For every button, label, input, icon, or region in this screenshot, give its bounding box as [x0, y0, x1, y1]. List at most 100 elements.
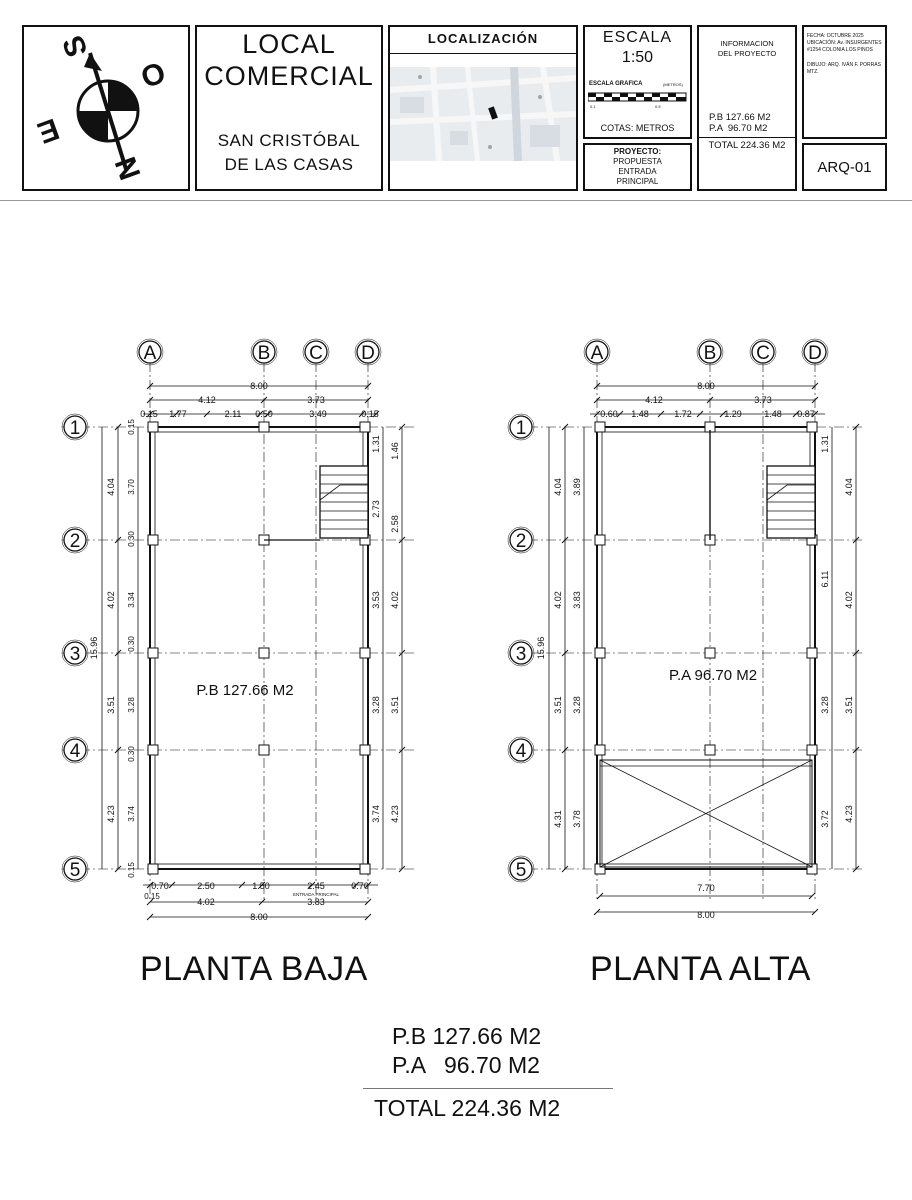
pa-axis-C-label: C	[756, 343, 770, 364]
pa-dim-left-bay-3: 4.31	[553, 810, 563, 828]
pa-dim-top-seg-1: 1.48	[631, 409, 649, 419]
column-post	[806, 421, 818, 433]
meta-location-2: #1254 COLONIA LOS PINOS	[807, 47, 873, 53]
pb-axis-C-bubble	[304, 340, 328, 364]
pa-axis-4-bubble	[509, 738, 533, 762]
dim-tick	[398, 649, 406, 657]
column-post	[704, 647, 716, 659]
scale-label: ESCALA	[602, 29, 673, 46]
column-post	[359, 647, 371, 659]
dim-tick	[561, 746, 569, 754]
meta-location-1: UBICACIÓN: Av. INSURGENTES	[807, 40, 882, 46]
dim-tick	[616, 410, 624, 418]
pb-dim-left-bay-2: 3.51	[106, 696, 116, 714]
pb-dim-bottom-partial-1: 4.02	[197, 897, 215, 907]
pb-dim-bottom-seg-0: 0.70	[151, 881, 169, 891]
pa-dim-right-outer-3: 4.23	[844, 805, 854, 823]
summary-pa: P.A 96.70 M2	[392, 1052, 540, 1078]
pb-axis-B-bubble-ring	[250, 338, 278, 366]
project-title-box: LOCAL COMERCIAL SAN CRISTÓBAL DE LAS CAS…	[195, 25, 383, 191]
project-city-line-1: SAN CRISTÓBAL	[217, 131, 361, 150]
dim-tick	[260, 396, 268, 404]
dim-tick	[264, 410, 272, 418]
dim-tick	[168, 881, 176, 889]
pa-dim-top-partial-2: 3.73	[754, 395, 772, 405]
pa-axis-B-bubble-ring	[696, 338, 724, 366]
dim-tick	[114, 423, 122, 431]
pa-axis-2-label: 2	[516, 531, 527, 552]
dim-tick	[852, 746, 860, 754]
pb-dim-left-inner-7: 3.74	[127, 806, 136, 822]
dim-tick	[256, 410, 264, 418]
project-title-line-1: LOCAL	[242, 29, 336, 59]
pa-axis-D-label: D	[808, 343, 822, 364]
pb-axis-5-bubble-ring	[61, 855, 89, 883]
pa-axis-3-bubble-ring	[507, 639, 535, 667]
dim-tick	[398, 536, 406, 544]
pb-dim-bottom-edge: 0.15	[144, 892, 160, 901]
pb-dim-bottom-total: 8.00	[250, 912, 268, 922]
info-label-1: INFORMACION	[720, 39, 774, 48]
graphic-scale-unit: (METROS)	[663, 82, 683, 87]
pa-dim-right-outer-2: 3.51	[844, 696, 854, 714]
column-post	[594, 534, 606, 546]
pa-dim-right-outer-0: 4.04	[844, 478, 854, 496]
pa-axis-D-bubble	[803, 340, 827, 364]
pb-dim-top-seg-4: 3.49	[309, 409, 327, 419]
units-label: COTAS: METROS	[600, 123, 675, 133]
pb-dim-left-bay-0: 4.04	[106, 478, 116, 496]
info-pa: P.A 96.70 M2	[709, 123, 768, 134]
pb-axis-2-bubble-ring	[61, 526, 89, 554]
column-post	[359, 744, 371, 756]
graphic-scale-bar	[588, 92, 687, 102]
pb-dim-right-inner-1: 2.73	[371, 500, 381, 518]
dim-tick	[398, 423, 406, 431]
dim-tick	[852, 865, 860, 873]
column-post	[594, 647, 606, 659]
pb-axis-5-label: 5	[70, 860, 81, 881]
pb-axis-D-bubble-ring	[354, 338, 382, 366]
pb-area-label: P.B 127.66 M2	[196, 682, 293, 699]
location-box: LOCALIZACIÓN	[388, 25, 578, 191]
north-arrow-box: S O E N	[22, 25, 190, 191]
pb-dim-right-inner-3: 3.28	[371, 696, 381, 714]
dim-tick	[364, 881, 372, 889]
dim-tick	[852, 649, 860, 657]
pb-axis-C-label: C	[309, 343, 323, 364]
pb-dim-left-inner-4: 0.30	[127, 636, 136, 652]
pb-dim-left-inner-8: 0.15	[127, 862, 136, 878]
pa-axis-3-label: 3	[516, 644, 527, 665]
dim-tick	[258, 881, 266, 889]
pb-dim-right-outer-2: 4.02	[390, 591, 400, 609]
project-info-box: INFORMACION DEL PROYECTO P.B 127.66 M2 P…	[697, 25, 797, 191]
pa-stair	[766, 465, 816, 539]
pb-axis-2-label: 2	[70, 531, 81, 552]
pa-axis-C-bubble	[751, 340, 775, 364]
dim-tick	[258, 898, 266, 906]
pa-axis-4-label: 4	[516, 741, 527, 762]
pa-dim-top-seg-2: 1.72	[674, 409, 692, 419]
dim-tick	[811, 396, 819, 404]
dim-tick	[561, 865, 569, 873]
pb-dim-left-inner-5: 3.28	[127, 697, 136, 713]
meta-date: FECHA: OCTUBRE 2025	[807, 33, 864, 39]
graphic-scale-tick-2: 0.5	[655, 104, 661, 109]
pb-dim-right-outer-4: 4.23	[390, 805, 400, 823]
dim-tick	[593, 410, 601, 418]
pb-dim-top-seg-0: 0.15	[140, 409, 158, 419]
pa-void-box	[599, 759, 813, 868]
column-post	[258, 647, 270, 659]
pb-dim-right-inner-4: 3.74	[371, 805, 381, 823]
dim-tick	[146, 913, 154, 921]
dim-tick	[792, 410, 800, 418]
dim-tick	[811, 410, 819, 418]
column-post	[258, 421, 270, 433]
graphic-scale-tick-1: 0.1	[590, 104, 596, 109]
dim-tick	[706, 396, 714, 404]
pa-axis-5-label: 5	[516, 860, 527, 881]
pb-axis-D-label: D	[361, 343, 375, 364]
dim-tick	[596, 892, 604, 900]
column-post	[147, 421, 159, 433]
pa-dim-right-outer-1: 4.02	[844, 591, 854, 609]
scale-value: 1:50	[621, 49, 654, 66]
